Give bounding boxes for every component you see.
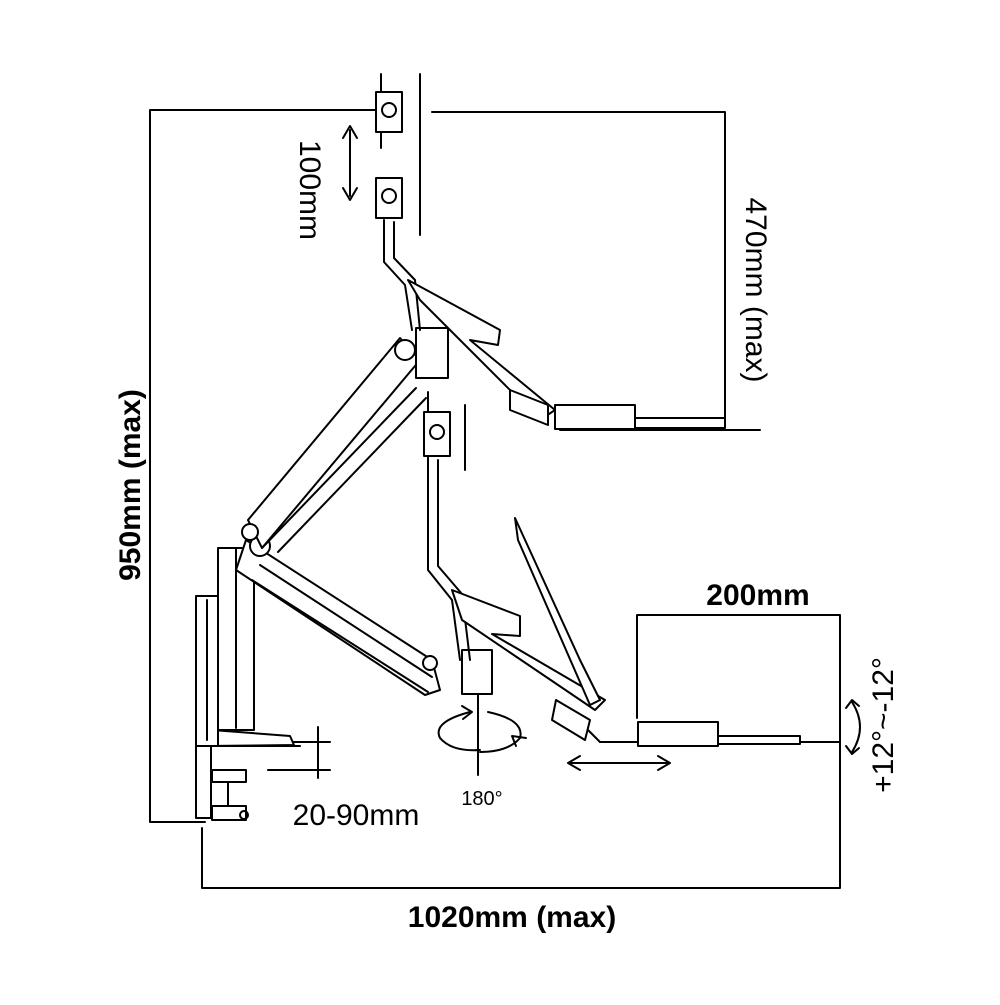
lower-arm-position — [235, 535, 493, 696]
desk-clamp — [195, 745, 249, 821]
rotation-label: 180° — [461, 788, 502, 810]
lower-monitor-mount — [423, 391, 471, 661]
upper-keyboard-tray — [407, 279, 761, 431]
base-pole — [195, 547, 301, 747]
tilt-range-label: +12°~-12° — [867, 657, 900, 793]
dimension-lines — [149, 109, 841, 889]
total-reach-label: 1020mm (max) — [408, 901, 616, 934]
lower-keyboard-tray — [451, 517, 841, 747]
upper-arm-position — [241, 327, 449, 553]
vertical-travel-label: 100mm — [293, 140, 326, 240]
clamp-range-label: 20-90mm — [293, 799, 420, 832]
motion-arrows — [342, 125, 861, 771]
tray-depth-label: 200mm — [706, 579, 809, 612]
upper-height-label: 470mm (max) — [739, 197, 772, 382]
total-height-label: 950mm (max) — [114, 389, 147, 581]
upper-monitor-mount — [375, 73, 421, 331]
